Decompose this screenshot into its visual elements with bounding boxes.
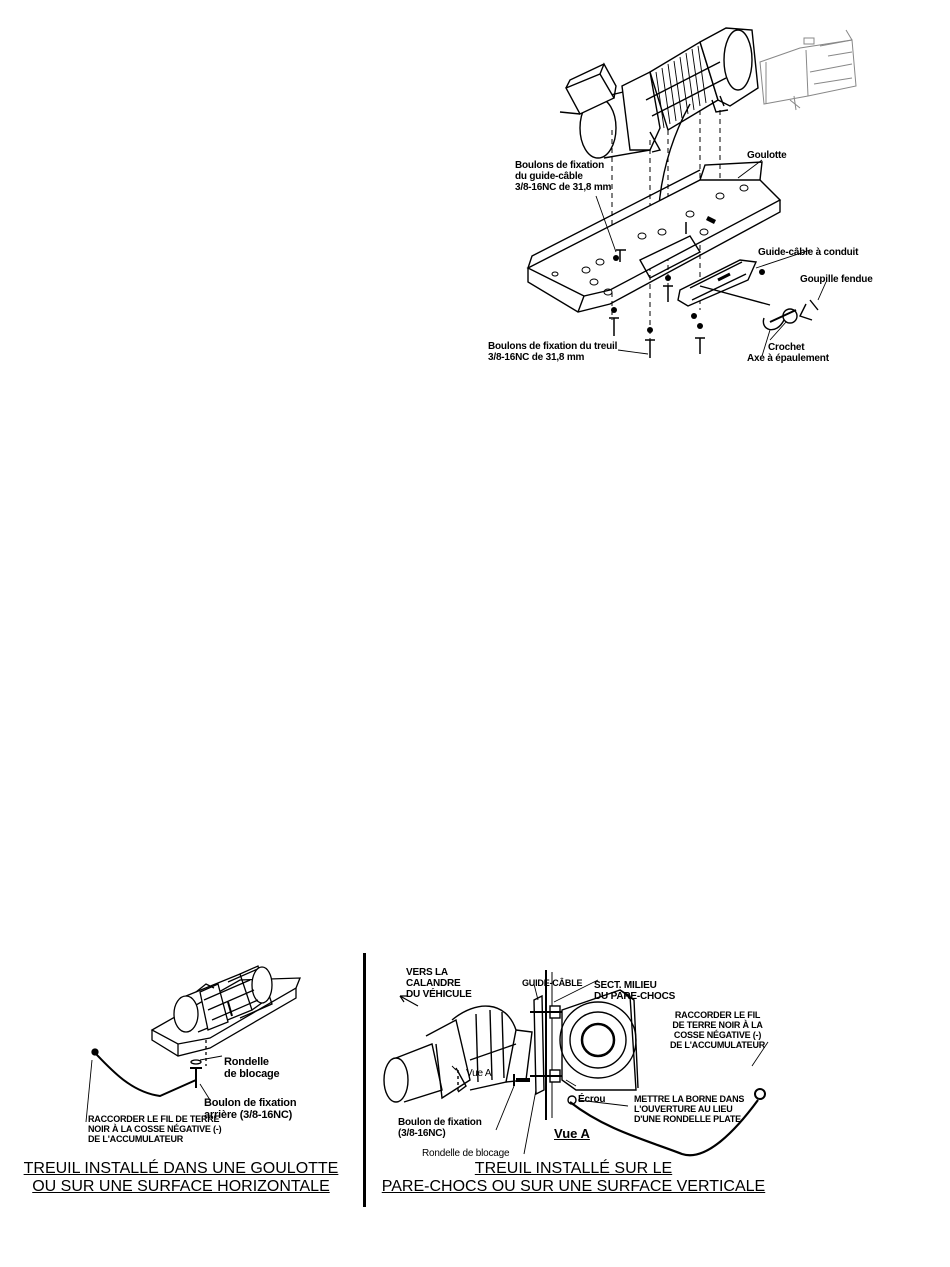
exploded-winch-diagram: Boulons de fixation du guide-câble 3/8-1… xyxy=(0,0,950,380)
vertical-install-caption: TREUIL INSTALLÉ SUR LE PARE-CHOCS OU SUR… xyxy=(366,1160,781,1196)
label-line: NOIR À LA COSSE NÉGATIVE (-) xyxy=(88,1124,222,1134)
label-cotter-pin: Goupille fendue xyxy=(800,274,873,285)
horizontal-install-caption: TREUIL INSTALLÉ DANS UNE GOULOTTE OU SUR… xyxy=(0,1160,362,1196)
label-line: DU PARE-CHOCS xyxy=(594,991,676,1002)
caption-line: TREUIL INSTALLÉ SUR LE xyxy=(474,1160,673,1177)
label-line: METTRE LA BORNE DANS xyxy=(634,1094,745,1104)
label-line: arrière (3/8-16NC) xyxy=(204,1109,293,1121)
label-conduit-cable-guide: Guide-câble à conduit xyxy=(758,247,859,258)
label-line: D'UNE RONDELLE PLATE xyxy=(634,1114,741,1124)
label-line: SECT. MILIEU xyxy=(594,980,657,991)
label-line: Boulons de fixation du treuil xyxy=(488,341,618,352)
label-winch-bolts: Boulons de fixation du treuil 3/8-16NC d… xyxy=(488,341,617,363)
label-terminal-note: METTRE LA BORNE DANS L'OUVERTURE AU LIEU… xyxy=(634,1094,744,1124)
label-cable-guide: GUIDE-CÂBLE xyxy=(522,978,583,988)
label-nut: Écrou xyxy=(578,1094,606,1105)
label-ground-wire-right: RACCORDER LE FIL DE TERRE NOIR À LA COSS… xyxy=(670,1010,765,1050)
label-shoulder-pin: Axe à épaulement xyxy=(747,353,829,364)
vertical-install-panel: VERS LA CALANDRE DU VÉHICULE GUIDE-CÂBLE… xyxy=(366,940,950,1210)
label-line: 3/8-16NC de 31,8 mm xyxy=(488,352,585,363)
label-view-a-small: Vue A xyxy=(466,1068,492,1079)
label-rear-bolt: Boulon de fixation arrière (3/8-16NC) xyxy=(204,1097,297,1121)
label-line: DE TERRE NOIR À LA xyxy=(672,1020,763,1030)
label-line: VERS LA xyxy=(406,967,448,978)
label-line: Boulons de fixation xyxy=(515,160,604,171)
label-lock-washer: Rondelle de blocage xyxy=(224,1056,280,1080)
exploded-winch-drawing xyxy=(526,27,857,358)
label-ground-wire: RACCORDER LE FIL DE TERRE NOIR À LA COSS… xyxy=(88,1114,222,1144)
panel-divider xyxy=(363,953,366,1207)
vertical-install-drawing xyxy=(383,970,769,1157)
label-cable-guide-bolts: Boulons de fixation du guide-câble 3/8-1… xyxy=(515,160,611,193)
label-line: RACCORDER LE FIL xyxy=(674,1010,761,1020)
label-line: L'OUVERTURE AU LIEU xyxy=(634,1104,733,1114)
label-hook: Crochet xyxy=(768,342,805,353)
horizontal-install-panel: Rondelle de blocage Boulon de fixation a… xyxy=(0,940,362,1210)
label-lock-washer-right: Rondelle de blocage xyxy=(422,1148,510,1159)
caption-line: OU SUR UNE SURFACE HORIZONTALE xyxy=(32,1178,330,1195)
label-line: de blocage xyxy=(224,1068,280,1080)
horizontal-install-drawing xyxy=(85,965,301,1123)
label-line: (3/8-16NC) xyxy=(398,1128,446,1139)
label-mount-bolt: Boulon de fixation (3/8-16NC) xyxy=(398,1117,482,1139)
label-line: CALANDRE xyxy=(406,978,461,989)
label-line: DE L'ACCUMULATEUR xyxy=(670,1040,766,1050)
label-line: 3/8-16NC de 31,8 mm xyxy=(515,182,612,193)
label-channel: Goulotte xyxy=(747,150,787,161)
label-view-a-title: Vue A xyxy=(554,1126,590,1141)
label-line: RACCORDER LE FIL DE TERRE xyxy=(88,1114,220,1124)
label-line: DE L'ACCUMULATEUR xyxy=(88,1134,184,1144)
caption-line: PARE-CHOCS OU SUR UNE SURFACE VERTICALE xyxy=(381,1178,766,1195)
label-line: du guide-câble xyxy=(515,171,583,182)
label-line: DU VÉHICULE xyxy=(406,989,472,1000)
caption-line: TREUIL INSTALLÉ DANS UNE GOULOTTE xyxy=(23,1160,339,1177)
label-line: COSSE NÉGATIVE (-) xyxy=(673,1030,762,1040)
label-bumper-mid: SECT. MILIEU DU PARE-CHOCS xyxy=(594,980,675,1002)
label-line: Rondelle xyxy=(224,1056,269,1068)
label-line: Boulon de fixation xyxy=(398,1117,482,1128)
label-towards-grille: VERS LA CALANDRE DU VÉHICULE xyxy=(406,967,472,1000)
label-line: Boulon de fixation xyxy=(204,1097,297,1109)
